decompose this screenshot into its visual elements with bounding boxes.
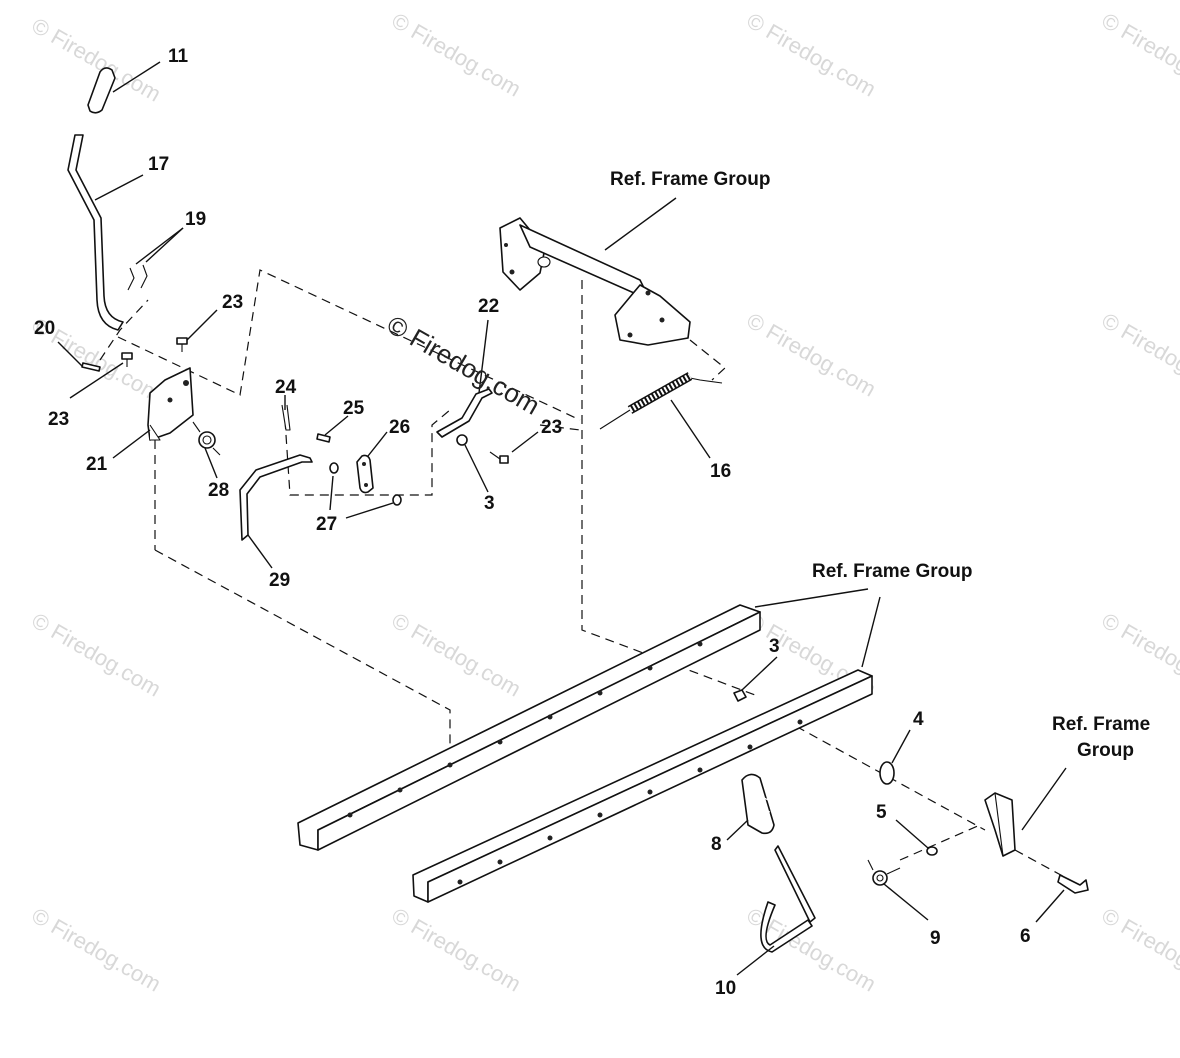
watermark: © Firedog.com xyxy=(28,608,166,702)
watermark: © Firedog.com xyxy=(1098,608,1180,702)
spring-9 xyxy=(867,859,901,886)
callout-29: 29 xyxy=(269,570,290,591)
callout-16: 16 xyxy=(710,461,731,482)
callout-5: 5 xyxy=(876,802,887,823)
bolt-23 xyxy=(176,337,188,352)
ref-group-label: Group xyxy=(1077,740,1134,761)
callout-labels: 11 17 19 20 23 23 21 28 24 25 26 27 29 2… xyxy=(34,46,1031,999)
frame-crossbar xyxy=(499,217,691,346)
callout-28: 28 xyxy=(208,480,229,501)
callout-23: 23 xyxy=(222,292,243,313)
watermark: © Firedog.com xyxy=(388,903,526,997)
watermark: © Firedog.com xyxy=(743,308,881,402)
watermark: © Firedog.com xyxy=(388,8,526,102)
frame-rail-right xyxy=(412,669,873,903)
callout-19: 19 xyxy=(185,209,206,230)
washer-27 xyxy=(392,494,402,506)
bolt-23 xyxy=(121,352,133,367)
callout-26: 26 xyxy=(389,417,410,438)
callout-23: 23 xyxy=(541,417,562,438)
bolt-23 xyxy=(489,451,509,464)
frame-bracket-right xyxy=(984,792,1016,857)
rod-22 xyxy=(436,388,493,438)
watermark: © Firedog.com xyxy=(1098,8,1180,102)
link-plate-26 xyxy=(356,454,374,494)
watermark: © Firedog.com xyxy=(1098,308,1180,402)
pedal-lever-10 xyxy=(760,845,816,953)
nut-3 xyxy=(733,689,747,702)
callout-3: 3 xyxy=(484,493,495,514)
callout-3: 3 xyxy=(769,636,780,657)
washer-5 xyxy=(926,846,938,856)
grip-8 xyxy=(741,773,775,835)
callout-21: 21 xyxy=(86,454,108,475)
nut-3 xyxy=(456,434,468,446)
leader-lines xyxy=(57,61,1067,976)
ref-frame-group-label: Ref. Frame Group xyxy=(610,169,770,190)
spring-16 xyxy=(599,372,723,430)
assembly-lines xyxy=(99,269,1071,881)
callout-6: 6 xyxy=(1020,926,1031,947)
watermark: © Firedog.com xyxy=(1098,903,1180,997)
callout-23: 23 xyxy=(48,409,69,430)
ref-frame-group-label: Ref. Frame Group xyxy=(812,561,972,582)
watermark: © Firedog.com xyxy=(743,8,881,102)
callout-24: 24 xyxy=(275,377,297,398)
callout-4: 4 xyxy=(913,709,924,730)
frame-rail-left xyxy=(297,604,761,851)
callout-25: 25 xyxy=(343,398,365,419)
pins-19 xyxy=(127,264,148,291)
grip-11 xyxy=(87,67,116,114)
cotter-pin-24 xyxy=(281,404,291,431)
callout-9: 9 xyxy=(930,928,941,949)
callout-10: 10 xyxy=(715,978,736,999)
bolt-6 xyxy=(1057,874,1089,894)
watermark: © Firedog.com xyxy=(28,903,166,997)
washer-4 xyxy=(879,761,895,785)
washer-27 xyxy=(329,462,339,474)
callout-27: 27 xyxy=(316,514,337,535)
callout-8: 8 xyxy=(711,834,722,855)
callout-17: 17 xyxy=(148,154,169,175)
bolt-25 xyxy=(316,433,331,443)
ref-labels: Ref. Frame Group Ref. Frame Group Ref. F… xyxy=(610,169,1150,761)
callout-20: 20 xyxy=(34,318,55,339)
ref-frame-label: Ref. Frame xyxy=(1052,714,1150,735)
shift-lever-17 xyxy=(67,134,124,331)
shift-rod-29 xyxy=(239,454,313,541)
callout-22: 22 xyxy=(478,296,499,317)
center-watermark: © Firedog.com xyxy=(382,309,545,420)
callout-11: 11 xyxy=(168,46,189,67)
bracket-21 xyxy=(147,367,194,441)
spring-28 xyxy=(192,421,221,456)
